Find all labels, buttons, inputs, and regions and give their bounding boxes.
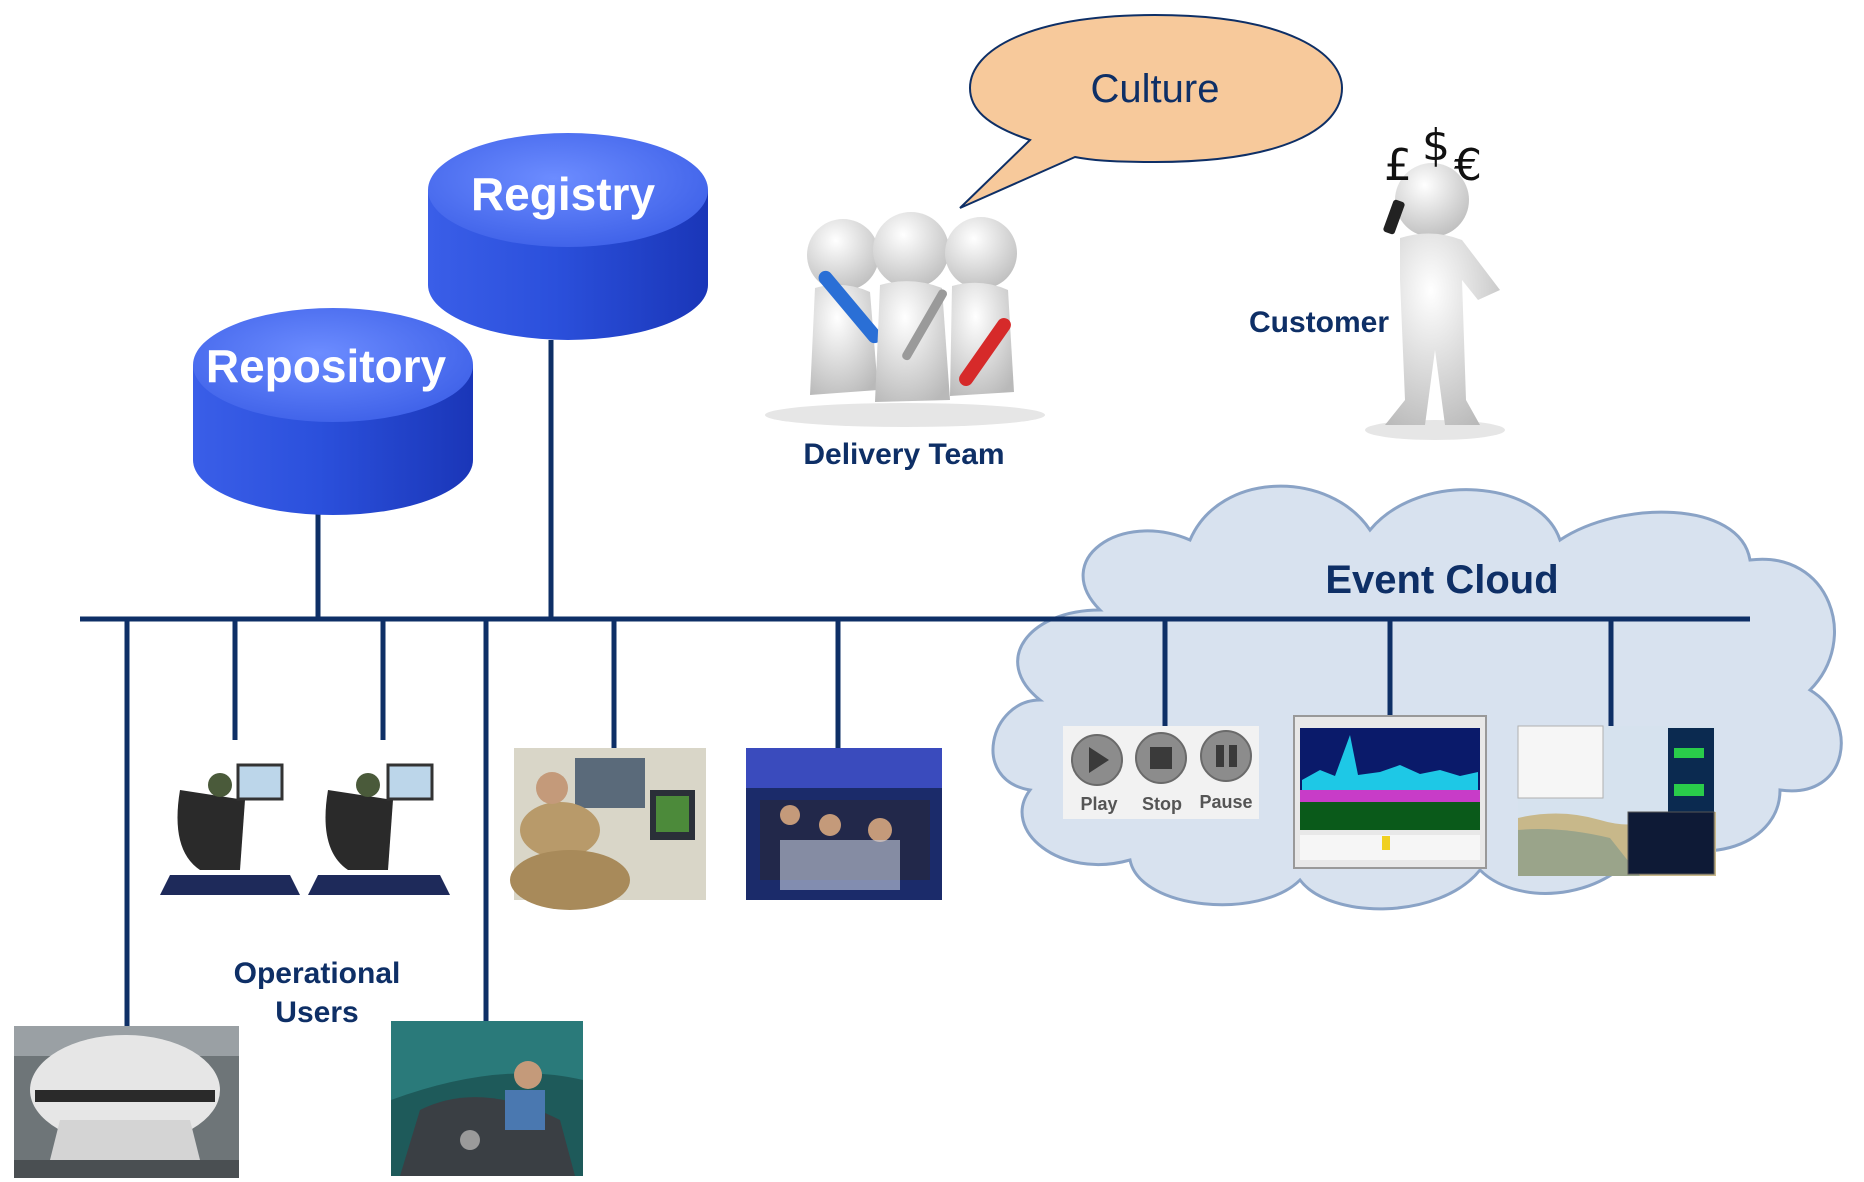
- currency-pound-icon: £: [1384, 140, 1412, 191]
- phone-icon: [1383, 199, 1405, 235]
- team-member-3-head: [945, 217, 1017, 289]
- customer-body: [1385, 233, 1500, 425]
- pause-icon-bar-left: [1216, 745, 1224, 767]
- team-member-1-head: [807, 219, 879, 291]
- registry-label: Registry: [471, 168, 655, 220]
- play-label: Play: [1080, 794, 1117, 814]
- stop-icon: [1150, 747, 1172, 769]
- culture-speech-bubble: Culture: [959, 13, 1344, 209]
- training-room-photo: [510, 748, 706, 910]
- dome-simulator-photo: [14, 1026, 239, 1178]
- playback-controls: Play Stop Pause: [1063, 726, 1259, 819]
- operations-room-photo: [746, 748, 942, 900]
- network-bus: [80, 340, 1750, 1026]
- repository-label: Repository: [206, 340, 447, 392]
- pause-icon-bar-right: [1229, 745, 1237, 767]
- delivery-team-label: Delivery Team: [803, 438, 1004, 471]
- currency-dollar-icon: $: [1422, 120, 1450, 171]
- delivery-team-figures: Delivery Team: [765, 212, 1045, 471]
- delivery-team-shadow: [765, 403, 1045, 427]
- hammer-icon: [818, 270, 882, 344]
- operational-users-line1: Operational: [234, 957, 401, 990]
- registry-database: Registry: [428, 133, 708, 340]
- stop-button[interactable]: Stop: [1135, 732, 1187, 814]
- play-icon: [1089, 747, 1109, 773]
- customer-label: Customer: [1249, 306, 1389, 339]
- sim-pod-2-photo: [302, 740, 464, 898]
- pause-label: Pause: [1199, 792, 1252, 812]
- speech-bubble-shape: [959, 13, 1344, 209]
- customer-shadow: [1365, 420, 1505, 440]
- operational-users-line2: Users: [275, 996, 358, 1029]
- repository-database: Repository: [193, 308, 473, 515]
- speech-bubble-text: Culture: [1091, 67, 1220, 111]
- map-display-screenshot: [1517, 725, 1716, 876]
- operational-users-label: Operational Users: [234, 957, 401, 1029]
- stop-label: Stop: [1142, 794, 1182, 814]
- currency-euro-icon: €: [1454, 140, 1482, 191]
- event-cloud-title: Event Cloud: [1325, 558, 1558, 602]
- play-button[interactable]: Play: [1071, 734, 1123, 814]
- cockpit-photo: [391, 1021, 583, 1176]
- sim-pod-1-photo: [152, 740, 302, 898]
- team-member-2-head: [873, 212, 949, 288]
- pause-button[interactable]: Pause: [1199, 730, 1253, 812]
- customer-head: [1395, 163, 1469, 237]
- repository-top: [193, 308, 473, 422]
- registry-top: [428, 133, 708, 247]
- wrench-icon: [902, 289, 947, 361]
- customer-figure: £ $ € Customer: [1249, 120, 1505, 440]
- screwdriver-icon: [959, 317, 1011, 387]
- spectrum-analyzer-screenshot: [1293, 715, 1487, 869]
